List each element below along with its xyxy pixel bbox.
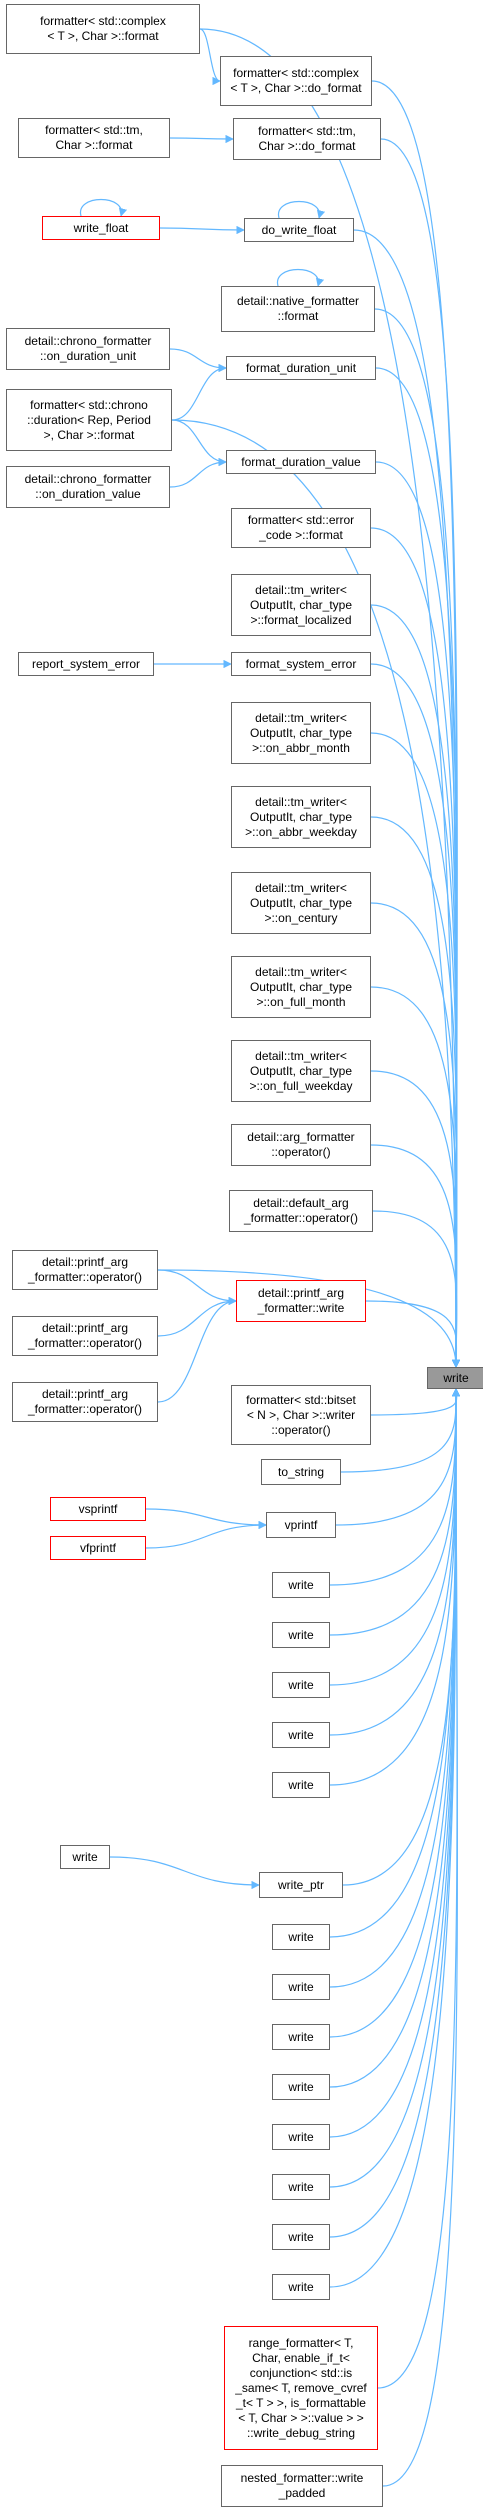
node-write-n42[interactable]: write — [272, 2024, 330, 2050]
edge-n16-to-root — [370, 663, 461, 1368]
node-report-system-error-n15[interactable]: report_system_error — [18, 652, 154, 676]
edge-n4-to-root — [380, 138, 461, 1368]
node-detail-tm-writer-outputit-char-type-on-abbr-weekday-n18[interactable]: detail::tm_writer< OutputIt, char_type >… — [231, 786, 371, 848]
node-write-float-n5[interactable]: write_float — [42, 216, 160, 240]
edge-n40-to-root — [329, 1388, 461, 1938]
edge-n30-to-n31 — [145, 1508, 267, 1530]
node-write-n37[interactable]: write — [272, 1772, 330, 1798]
node-detail-tm-writer-outputit-char-type-on-full-month-n20[interactable]: detail::tm_writer< OutputIt, char_type >… — [231, 956, 371, 1018]
node-detail-tm-writer-outputit-char-type-on-abbr-month-n17[interactable]: detail::tm_writer< OutputIt, char_type >… — [231, 702, 371, 764]
node-vprintf-n31[interactable]: vprintf — [266, 1512, 336, 1538]
node-write-n44[interactable]: write — [272, 2124, 330, 2150]
node-format-duration-value-n12[interactable]: format_duration_value — [226, 450, 376, 474]
node-write-n38[interactable]: write — [60, 1845, 110, 1869]
node-write-n36[interactable]: write — [272, 1722, 330, 1748]
node-write-n40[interactable]: write — [272, 1924, 330, 1950]
node-detail-native-formatter-format-n7[interactable]: detail::native_formatter ::format — [221, 286, 375, 332]
node-detail-tm-writer-outputit-char-type-format-localized-n14[interactable]: detail::tm_writer< OutputIt, char_type >… — [231, 574, 371, 636]
node-detail-default-arg-formatter-operator-n23[interactable]: detail::default_arg _formatter::operator… — [229, 1190, 373, 1232]
node-detail-arg-formatter-operator-n22[interactable]: detail::arg_formatter ::operator() — [231, 1124, 371, 1166]
edge-n6-to-n6 — [278, 200, 326, 219]
edge-n43-to-root — [329, 1388, 461, 2088]
node-format-system-error-n16[interactable]: format_system_error — [231, 652, 371, 676]
node-detail-chrono-formatter-on-duration-unit-n8[interactable]: detail::chrono_formatter ::on_duration_u… — [6, 328, 170, 370]
node-write-ptr-n39[interactable]: write_ptr — [259, 1872, 343, 1898]
node-detail-printf-arg-formatter-operator-n24[interactable]: detail::printf_arg _formatter::operator(… — [12, 1250, 158, 1290]
node-write-n33[interactable]: write — [272, 1572, 330, 1598]
node-detail-tm-writer-outputit-char-type-on-full-weekday-n21[interactable]: detail::tm_writer< OutputIt, char_type >… — [231, 1040, 371, 1102]
node-formatter-std-error-code-format-n13[interactable]: formatter< std::error _code >::format — [231, 508, 371, 548]
node-write-n43[interactable]: write — [272, 2074, 330, 2100]
edge-n3-to-n4 — [169, 134, 234, 144]
edge-n24-to-n25 — [157, 1269, 237, 1306]
node-write-n34[interactable]: write — [272, 1622, 330, 1648]
edge-n20-to-root — [370, 986, 461, 1368]
node-write-n47[interactable]: write — [272, 2274, 330, 2300]
node-formatter-std-tm-char-format-n3[interactable]: formatter< std::tm, Char >::format — [18, 118, 170, 158]
edge-n21-to-root — [370, 1070, 461, 1368]
edge-n22-to-root — [370, 1144, 461, 1368]
edge-n47-to-root — [329, 1388, 461, 2288]
node-formatter-std-bitset-n-char-writer-operator-n28[interactable]: formatter< std::bitset < N >, Char >::wr… — [231, 1385, 371, 1445]
edge-n28-to-root — [370, 1388, 461, 1416]
edge-n5-to-n5 — [80, 198, 128, 217]
node-detail-tm-writer-outputit-char-type-on-century-n19[interactable]: detail::tm_writer< OutputIt, char_type >… — [231, 872, 371, 934]
root-node-write: write — [427, 1367, 483, 1389]
edge-n2-to-root — [371, 80, 461, 1368]
edge-n11-to-n12 — [169, 457, 227, 488]
edge-n46-to-root — [329, 1388, 461, 2238]
edge-n26-to-n25 — [157, 1296, 237, 1337]
edge-n49-to-root — [382, 1388, 461, 2487]
edges — [80, 28, 461, 2487]
edge-n10-to-n9 — [171, 363, 227, 421]
node-range-formatter-t-char-enable-if-t-conjunction-std-is-same-t-n48[interactable]: range_formatter< T, Char, enable_if_t< c… — [224, 2326, 378, 2450]
node-nested-formatter-write-padded-n49[interactable]: nested_formatter::write _padded — [221, 2465, 383, 2507]
node-detail-chrono-formatter-on-duration-value-n11[interactable]: detail::chrono_formatter ::on_duration_v… — [6, 466, 170, 508]
edge-n7-to-n7 — [277, 268, 325, 287]
edge-n38-to-n39 — [109, 1856, 260, 1890]
node-vsprintf-n30[interactable]: vsprintf — [50, 1497, 146, 1521]
node-do-write-float-n6[interactable]: do_write_float — [244, 218, 354, 242]
edge-n17-to-root — [370, 732, 461, 1368]
edge-n8-to-n9 — [169, 348, 227, 373]
edge-n18-to-root — [370, 816, 461, 1368]
edge-n32-to-n31 — [145, 1520, 267, 1549]
node-format-duration-unit-n9[interactable]: format_duration_unit — [226, 356, 376, 380]
edge-n1-to-n2 — [199, 28, 221, 86]
edge-n10-to-root — [171, 419, 461, 1368]
edge-n27-to-n25 — [157, 1296, 237, 1403]
node-vfprintf-n32[interactable]: vfprintf — [50, 1536, 146, 1560]
node-write-n45[interactable]: write — [272, 2174, 330, 2200]
node-formatter-std-complex-t-char-format-n1[interactable]: formatter< std::complex < T >, Char >::f… — [6, 4, 200, 54]
node-detail-printf-arg-formatter-operator-n26[interactable]: detail::printf_arg _formatter::operator(… — [12, 1316, 158, 1356]
node-to-string-n29[interactable]: to_string — [261, 1459, 341, 1485]
edge-n25-to-root — [365, 1300, 461, 1368]
node-detail-printf-arg-formatter-write-n25[interactable]: detail::printf_arg _formatter::write — [236, 1280, 366, 1322]
edge-n19-to-root — [370, 902, 461, 1368]
node-formatter-std-tm-char-do-format-n4[interactable]: formatter< std::tm, Char >::do_format — [233, 118, 381, 160]
edge-n24-to-root — [157, 1269, 461, 1368]
edge-n37-to-root — [329, 1388, 461, 1786]
node-detail-printf-arg-formatter-operator-n27[interactable]: detail::printf_arg _formatter::operator(… — [12, 1382, 158, 1422]
edge-n23-to-root — [372, 1210, 461, 1368]
node-formatter-std-chrono-duration-rep-period-char-format-n10[interactable]: formatter< std::chrono ::duration< Rep, … — [6, 389, 172, 451]
edge-n5-to-n6 — [159, 225, 245, 235]
edge-n14-to-root — [370, 604, 461, 1368]
node-write-n35[interactable]: write — [272, 1672, 330, 1698]
node-formatter-std-complex-t-char-do-format-n2[interactable]: formatter< std::complex < T >, Char >::d… — [220, 56, 372, 106]
node-write-n41[interactable]: write — [272, 1974, 330, 2000]
node-write-n46[interactable]: write — [272, 2224, 330, 2250]
edge-n12-to-root — [375, 461, 461, 1368]
